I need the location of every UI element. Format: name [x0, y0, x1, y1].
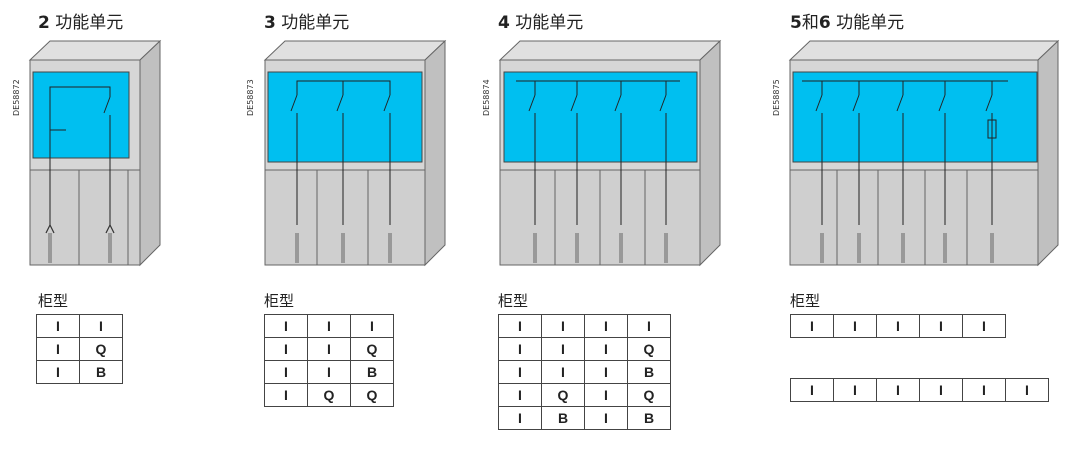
type-label: 柜型 — [498, 292, 529, 310]
panel-title: 2 功能单元 — [38, 8, 123, 33]
type-cell: I — [584, 360, 628, 384]
switchgear-cabinet-diagram — [263, 39, 447, 267]
type-cell: I — [307, 337, 351, 361]
panel-title: 3 功能单元 — [264, 8, 349, 33]
type-cell: I — [79, 314, 123, 338]
type-cell: I — [36, 314, 80, 338]
type-cell: I — [36, 337, 80, 361]
type-cell: I — [833, 378, 877, 402]
type-cell: I — [1005, 378, 1049, 402]
type-cell: I — [584, 406, 628, 430]
title-number: 4 — [498, 13, 510, 33]
title-number: 2 — [38, 13, 50, 33]
type-cell: Q — [79, 337, 123, 361]
type-cell: I — [541, 337, 585, 361]
type-cell: Q — [307, 383, 351, 407]
type-cell: I — [264, 360, 308, 384]
type-cell: I — [350, 314, 394, 338]
type-cell: I — [584, 383, 628, 407]
type-cell: I — [627, 314, 671, 338]
type-cell: Q — [627, 383, 671, 407]
type-cell: B — [350, 360, 394, 384]
title-text: 功能单元 — [509, 13, 584, 33]
type-cell: I — [498, 360, 542, 384]
title-text: 功能单元 — [830, 13, 905, 33]
type-cell: I — [584, 337, 628, 361]
type-cell: B — [627, 360, 671, 384]
panel-2-units: 2 功能单元 DE58872 柜型 — [12, 0, 220, 457]
type-cell: I — [876, 314, 920, 338]
switchgear-cabinet-diagram — [28, 39, 162, 267]
type-label: 柜型 — [38, 292, 69, 310]
type-cell: I — [498, 406, 542, 430]
switchgear-cabinet-diagram — [498, 39, 722, 267]
title-number: 3 — [264, 13, 276, 33]
type-cell: I — [307, 360, 351, 384]
title-text: 功能单元 — [275, 13, 350, 33]
type-cell: I — [264, 337, 308, 361]
type-cell: I — [919, 378, 963, 402]
type-cell: I — [790, 378, 834, 402]
type-cell: I — [790, 314, 834, 338]
type-cell: I — [541, 360, 585, 384]
type-cell: I — [498, 337, 542, 361]
type-cell: B — [79, 360, 123, 384]
type-cell: I — [584, 314, 628, 338]
type-cell: I — [919, 314, 963, 338]
type-cell: I — [36, 360, 80, 384]
type-cell: Q — [350, 383, 394, 407]
panel-title: 4 功能单元 — [498, 8, 583, 33]
type-cell: I — [541, 314, 585, 338]
panel-title: 5和6 功能单元 — [790, 8, 904, 33]
type-label: 柜型 — [264, 292, 295, 310]
title-number: 5 — [790, 13, 802, 33]
type-cell: I — [307, 314, 351, 338]
type-cell: I — [833, 314, 877, 338]
title-mid: 和 — [801, 13, 819, 33]
switchgear-cabinet-diagram — [788, 39, 1060, 267]
type-cell: I — [264, 383, 308, 407]
type-cell: I — [498, 383, 542, 407]
type-label: 柜型 — [790, 292, 821, 310]
title-number-2: 6 — [818, 13, 831, 33]
type-cell: I — [962, 378, 1006, 402]
type-cell: I — [962, 314, 1006, 338]
type-cell: Q — [350, 337, 394, 361]
type-cell: Q — [627, 337, 671, 361]
type-cell: Q — [541, 383, 585, 407]
type-cell: B — [627, 406, 671, 430]
type-cell: I — [264, 314, 308, 338]
type-cell: I — [876, 378, 920, 402]
type-cell: B — [541, 406, 585, 430]
type-cell: I — [498, 314, 542, 338]
title-text: 功能单元 — [49, 13, 124, 33]
